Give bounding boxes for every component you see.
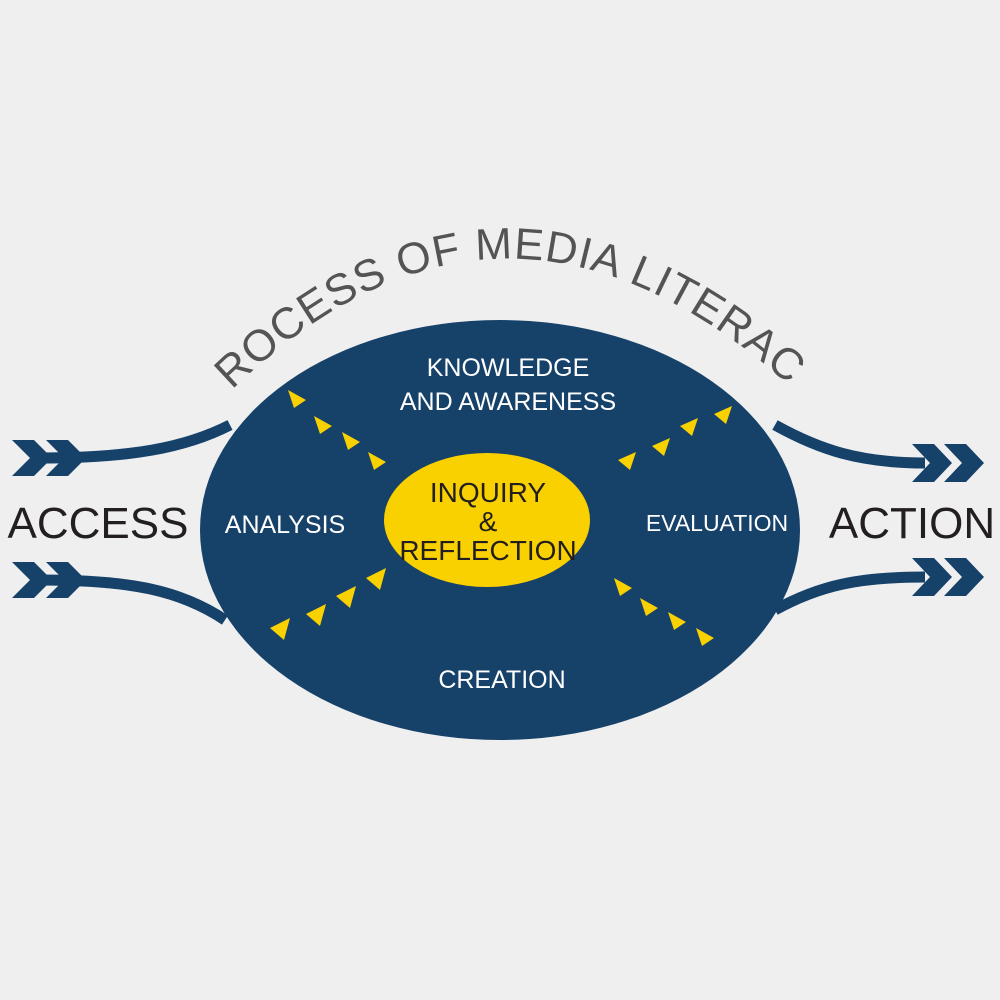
center-label-line3: REFLECTION (399, 535, 576, 566)
yellow-chevron-icon (288, 390, 306, 408)
lower-double-chevron-arrowhead-icon (912, 558, 984, 596)
yellow-chevron-icon (270, 618, 290, 640)
action-label: ACTION (829, 499, 995, 548)
center-label-line2: & (479, 506, 498, 537)
lower-double-chevron-arrow-icon (12, 562, 86, 598)
yellow-chevron-icon (368, 452, 386, 470)
creation-label: CREATION (438, 666, 565, 694)
inquiry-reflection-oval (384, 453, 590, 587)
yellow-chevron-icon (640, 598, 658, 616)
yellow-chevron-icon (336, 586, 356, 608)
flow-markers (270, 390, 732, 646)
access-label: ACCESS (8, 499, 189, 548)
upper-double-chevron-arrow-icon (12, 440, 86, 476)
evaluation-label: EVALUATION (646, 510, 788, 536)
knowledge-label-line2: AND AWARENESS (400, 388, 616, 416)
upper-double-chevron-arrowhead-icon (912, 444, 984, 482)
yellow-chevron-icon (714, 406, 732, 424)
yellow-chevron-icon (680, 418, 698, 436)
analysis-label: ANALYSIS (225, 511, 345, 539)
center-label-line1: INQUIRY (430, 477, 546, 508)
action-arrows (772, 420, 984, 615)
lower-action-arrow-line (772, 571, 926, 615)
yellow-chevron-icon (366, 568, 386, 590)
upper-action-arrow-line (772, 420, 926, 469)
yellow-chevron-icon (668, 612, 686, 630)
yellow-chevron-icon (314, 416, 332, 434)
yellow-chevron-icon (342, 432, 360, 450)
access-arrows (12, 420, 233, 625)
yellow-chevron-icon (614, 578, 632, 596)
yellow-chevron-icon (696, 628, 714, 646)
yellow-chevron-icon (306, 604, 326, 626)
yellow-chevron-icon (652, 438, 670, 456)
yellow-chevron-icon (618, 452, 636, 470)
knowledge-label-line1: KNOWLEDGE (427, 354, 590, 382)
